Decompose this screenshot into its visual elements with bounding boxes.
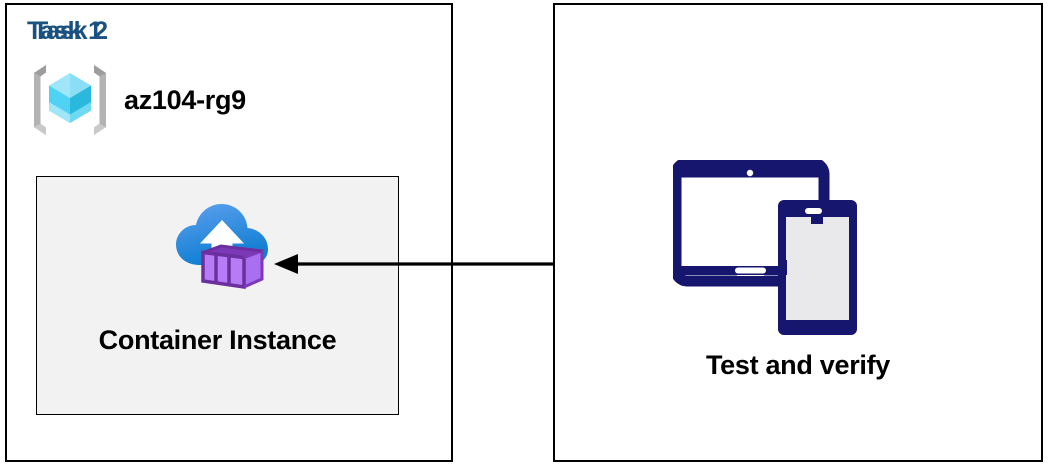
container-instance-box: Container Instance [36,176,399,415]
resource-group-label: az104-rg9 [124,84,246,115]
devices-tablet-phone-icon [673,160,857,335]
resource-group-row: az104-rg9 [30,62,246,138]
azure-container-instance-icon [176,204,268,290]
test-and-verify-label: Test and verify [705,350,891,380]
panel-task-2-title: Task 2 [33,17,108,45]
panel-task-1-title: Task 1 [27,17,102,45]
container-instance-label: Container Instance [98,325,337,355]
azure-resource-group-icon [34,65,106,135]
